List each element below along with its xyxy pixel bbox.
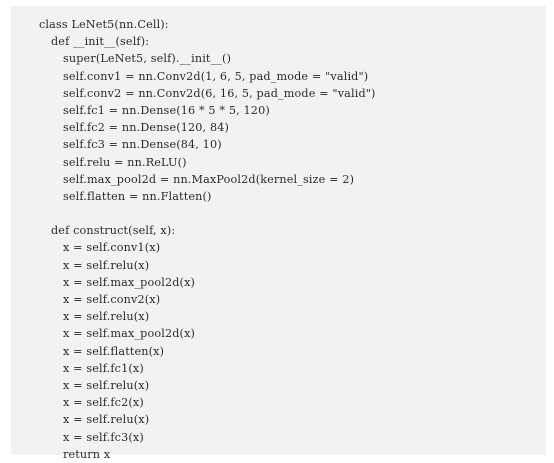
- code-line: self.relu = nn.ReLU(): [63, 155, 187, 169]
- code-line: x = self.conv2(x): [63, 293, 161, 306]
- code-line: x = self.max_pool2d(x): [63, 327, 196, 341]
- code-line: x = self.relu(x): [63, 413, 150, 427]
- code-line: x = self.fc1(x): [63, 361, 144, 375]
- code-line-construct-def: def construct(self, x):: [51, 224, 176, 238]
- code-line: self.max_pool2d = nn.MaxPool2d(kernel_si…: [63, 172, 355, 186]
- code-line: x = self.max_pool2d(x): [63, 275, 196, 289]
- code-line-return: return x: [63, 447, 111, 461]
- code-line: x = self.conv1(x): [63, 241, 161, 255]
- code-line-class-def: class LeNet5(nn.Cell):: [39, 18, 169, 31]
- code-block: class LeNet5(nn.Cell): def __init__(self…: [11, 6, 546, 461]
- code-line: self.flatten = nn.Flatten(): [63, 189, 212, 203]
- code-line: self.fc1 = nn.Dense(16 * 5 * 5, 120): [63, 103, 270, 117]
- code-line: x = self.relu(x): [63, 378, 150, 392]
- code-line: self.fc3 = nn.Dense(84, 10): [63, 138, 222, 152]
- code-line: self.conv1 = nn.Conv2d(1, 6, 5, pad_mode…: [63, 69, 369, 83]
- code-line: x = self.flatten(x): [63, 344, 165, 358]
- code-line: self.conv2 = nn.Conv2d(6, 16, 5, pad_mod…: [63, 86, 376, 100]
- code-line: self.fc2 = nn.Dense(120, 84): [63, 121, 230, 135]
- code-line: x = self.fc3(x): [63, 430, 144, 444]
- code-line: x = self.relu(x): [63, 310, 150, 324]
- code-line-blank: [11, 205, 546, 222]
- code-line: x = self.relu(x): [63, 258, 150, 272]
- code-line-init-def: def __init__(self):: [51, 35, 150, 49]
- code-line: x = self.fc2(x): [63, 396, 144, 410]
- code-line: super(LeNet5, self).__init__(): [63, 52, 232, 66]
